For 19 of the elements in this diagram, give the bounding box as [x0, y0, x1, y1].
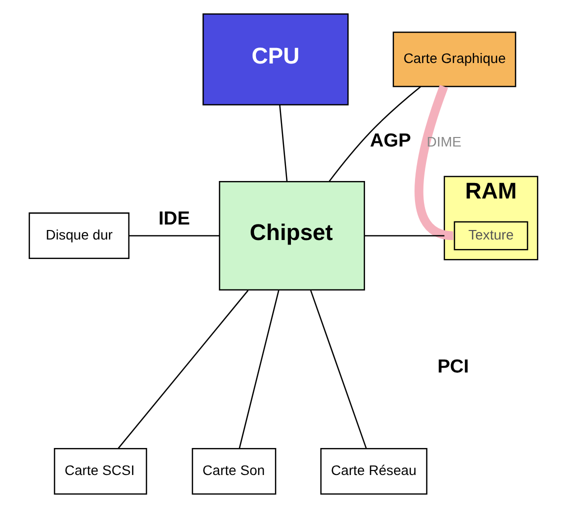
connector	[328, 86, 420, 182]
node-box: Carte Graphique	[392, 31, 516, 87]
edge-label: AGP	[370, 130, 410, 151]
connector	[414, 84, 454, 240]
node-box: Chipset	[218, 180, 365, 290]
connector	[278, 104, 288, 181]
connector	[238, 290, 279, 448]
connector	[364, 234, 444, 236]
label: PCI	[436, 356, 468, 377]
node-box: CPU	[202, 12, 348, 105]
connector	[128, 234, 219, 236]
node-box: Texture	[453, 220, 528, 250]
node-box: Carte Réseau	[320, 447, 427, 494]
node-box: Carte SCSI	[53, 447, 147, 494]
connector	[310, 290, 366, 448]
node-box: Disque dur	[28, 212, 129, 259]
connector	[117, 290, 248, 448]
node-box: Carte Son	[191, 447, 276, 494]
edge-label: IDE	[158, 208, 190, 229]
